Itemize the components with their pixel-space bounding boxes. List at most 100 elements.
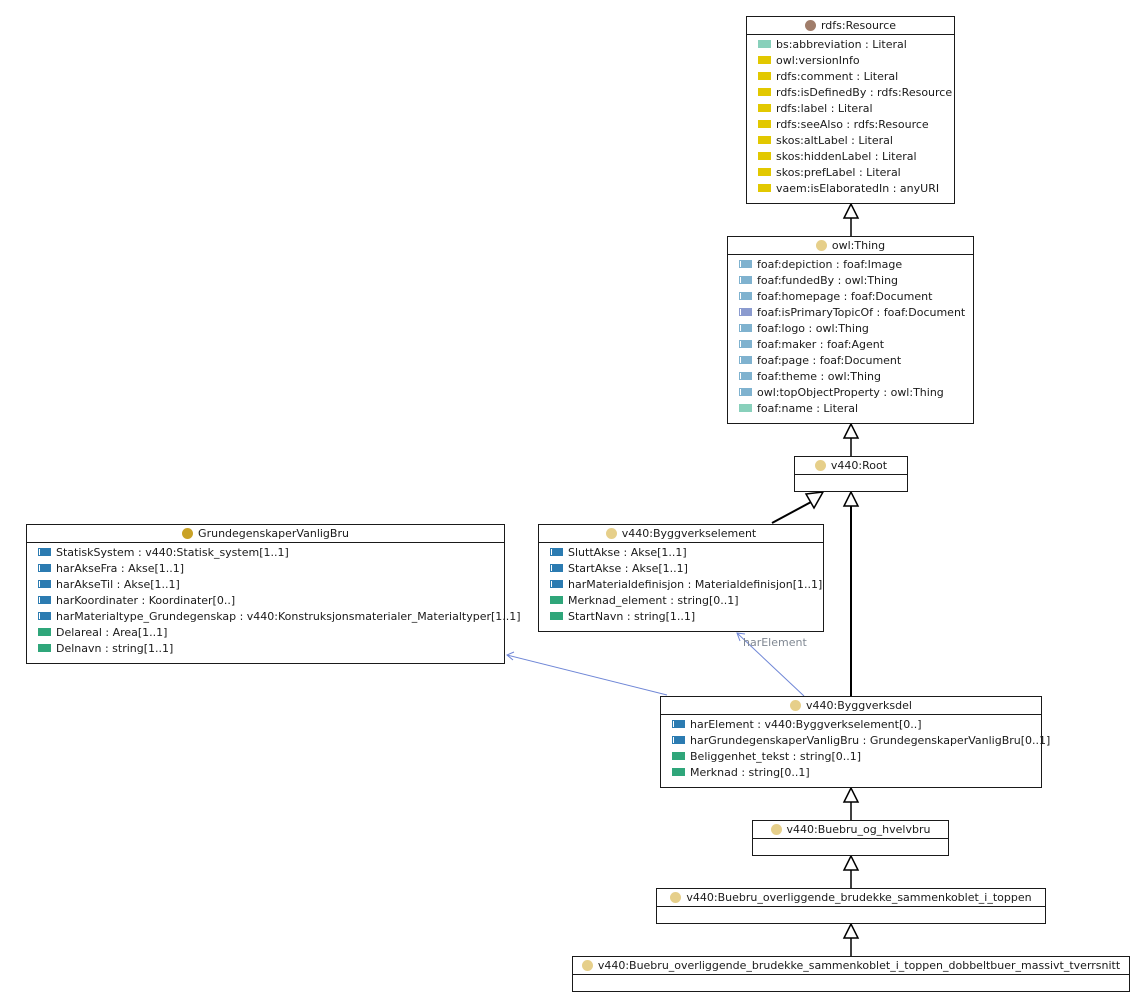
attribute-row[interactable]: vaem:isElaboratedIn : anyURI — [758, 181, 954, 197]
attribute-row[interactable]: harAkseFra : Akse[1..1] — [38, 561, 504, 577]
local-object-property-icon — [550, 548, 563, 556]
attribute-label: Delareal : Area[1..1] — [56, 626, 168, 639]
attribute-row[interactable]: owl:topObjectProperty : owl:Thing — [739, 385, 973, 401]
attribute-label: foaf:theme : owl:Thing — [757, 370, 881, 383]
attribute-label: harAkseFra : Akse[1..1] — [56, 562, 185, 575]
object-property-icon — [739, 292, 752, 300]
attribute-label: Delnavn : string[1..1] — [56, 642, 174, 655]
class-attributes — [753, 839, 948, 841]
annotation-property-icon — [758, 152, 771, 160]
attribute-label: harElement : v440:Byggverkselement[0..] — [690, 718, 922, 731]
attribute-row[interactable]: Merknad_element : string[0..1] — [550, 593, 823, 609]
attribute-label: skos:hiddenLabel : Literal — [776, 150, 917, 163]
attribute-row[interactable]: skos:hiddenLabel : Literal — [758, 149, 954, 165]
object-property-icon — [739, 260, 752, 268]
attribute-label: skos:prefLabel : Literal — [776, 166, 901, 179]
attribute-row[interactable]: foaf:fundedBy : owl:Thing — [739, 273, 973, 289]
class-header[interactable]: v440:Byggverkselement — [539, 525, 823, 543]
class-icon — [605, 528, 617, 539]
attribute-row[interactable]: StartNavn : string[1..1] — [550, 609, 823, 625]
attribute-label: StatiskSystem : v440:Statisk_system[1..1… — [56, 546, 289, 559]
attribute-label: harAkseTil : Akse[1..1] — [56, 578, 180, 591]
class-attributes: SluttAkse : Akse[1..1] StartAkse : Akse[1… — [539, 543, 823, 625]
datatype-property-icon — [758, 40, 771, 48]
primary-topic-property-icon — [739, 308, 752, 316]
attribute-row[interactable]: rdfs:label : Literal — [758, 101, 954, 117]
class-icon — [815, 240, 827, 251]
attribute-row[interactable]: foaf:page : foaf:Document — [739, 353, 973, 369]
class-header[interactable]: v440:Buebru_og_hvelvbru — [753, 821, 948, 839]
attribute-row[interactable]: harMaterialtype_Grundegenskap : v440:Kon… — [38, 609, 521, 625]
class-header[interactable]: owl:Thing — [728, 237, 973, 255]
class-header[interactable]: v440:Buebru_overliggende_brudekke_sammen… — [573, 957, 1129, 975]
attribute-row[interactable]: harMaterialdefinisjon : Materialdefinisj… — [550, 577, 823, 593]
attribute-row[interactable]: skos:prefLabel : Literal — [758, 165, 954, 181]
class-box-v440-buebru-og-hvelvbru[interactable]: v440:Buebru_og_hvelvbru — [752, 820, 949, 856]
attribute-row[interactable]: owl:versionInfo — [758, 53, 954, 69]
attribute-label: StartAkse : Akse[1..1] — [568, 562, 688, 575]
attribute-row[interactable]: Merknad : string[0..1] — [672, 765, 1041, 781]
class-header[interactable]: GrundegenskaperVanligBru — [27, 525, 504, 543]
object-property-icon — [739, 276, 752, 284]
attribute-label: foaf:page : foaf:Document — [757, 354, 902, 367]
attribute-label: skos:altLabel : Literal — [776, 134, 893, 147]
datatype-property-icon — [739, 404, 752, 412]
class-header[interactable]: v440:Buebru_overliggende_brudekke_sammen… — [657, 889, 1045, 907]
attribute-row[interactable]: harGrundegenskaperVanligBru : Grundegens… — [672, 733, 1050, 749]
attribute-label: bs:abbreviation : Literal — [776, 38, 907, 51]
attribute-row[interactable]: StatiskSystem : v440:Statisk_system[1..1… — [38, 545, 504, 561]
attribute-row[interactable]: foaf:maker : foaf:Agent — [739, 337, 973, 353]
generalization-arrowhead-root-right — [842, 490, 860, 507]
local-object-property-icon — [38, 612, 51, 620]
attribute-row[interactable]: SluttAkse : Akse[1..1] — [550, 545, 823, 561]
object-property-icon — [739, 388, 752, 396]
attribute-label: harGrundegenskaperVanligBru : Grundegens… — [690, 734, 1051, 747]
attribute-row[interactable]: Beliggenhet_tekst : string[0..1] — [672, 749, 1041, 765]
generalization-arrowhead-thing — [842, 422, 860, 439]
attribute-row[interactable]: foaf:name : Literal — [739, 401, 973, 417]
class-icon — [581, 960, 593, 971]
object-property-icon — [739, 340, 752, 348]
attribute-label: Merknad_element : string[0..1] — [568, 594, 739, 607]
class-header[interactable]: v440:Byggverksdel — [661, 697, 1041, 715]
attribute-row[interactable]: foaf:logo : owl:Thing — [739, 321, 973, 337]
attribute-row[interactable]: StartAkse : Akse[1..1] — [550, 561, 823, 577]
class-box-rdfs-resource[interactable]: rdfs:Resource bs:abbreviation : Literal ow… — [746, 16, 955, 204]
attribute-row[interactable]: harAkseTil : Akse[1..1] — [38, 577, 504, 593]
attribute-label: vaem:isElaboratedIn : anyURI — [776, 182, 940, 195]
class-header[interactable]: v440:Root — [795, 457, 907, 475]
edge-label-har-element: harElement — [743, 636, 807, 649]
class-box-v440-byggverksdel[interactable]: v440:Byggverksdel harElement : v440:Byggv… — [660, 696, 1050, 788]
attribute-row[interactable]: foaf:homepage : foaf:Document — [739, 289, 973, 305]
class-box-v440-root[interactable]: v440:Root — [794, 456, 908, 492]
attribute-row[interactable]: foaf:depiction : foaf:Image — [739, 257, 973, 273]
attribute-row[interactable]: bs:abbreviation : Literal — [758, 37, 954, 53]
class-box-v440-buebru-dobbeltbuer[interactable]: v440:Buebru_overliggende_brudekke_sammen… — [572, 956, 1130, 992]
attribute-label: foaf:isPrimaryTopicOf : foaf:Document — [757, 306, 966, 319]
attribute-row[interactable]: Delnavn : string[1..1] — [38, 641, 504, 657]
attribute-row[interactable]: Delareal : Area[1..1] — [38, 625, 504, 641]
attribute-label: foaf:maker : foaf:Agent — [757, 338, 885, 351]
generalization-arrowhead-root-left — [804, 491, 825, 510]
annotation-property-icon — [758, 56, 771, 64]
class-name: v440:Buebru_og_hvelvbru — [786, 823, 931, 836]
attribute-row[interactable]: foaf:theme : owl:Thing — [739, 369, 973, 385]
attribute-row[interactable]: rdfs:seeAlso : rdfs:Resource — [758, 117, 954, 133]
attribute-row[interactable]: rdfs:comment : Literal — [758, 69, 954, 85]
attribute-row[interactable]: foaf:isPrimaryTopicOf : foaf:Document — [739, 305, 973, 321]
attribute-label: harMaterialtype_Grundegenskap : v440:Kon… — [56, 610, 521, 623]
attribute-label: SluttAkse : Akse[1..1] — [568, 546, 687, 559]
attribute-row[interactable]: harElement : v440:Byggverkselement[0..] — [672, 717, 1041, 733]
annotation-property-icon — [758, 72, 771, 80]
class-icon — [182, 528, 194, 539]
attribute-row[interactable]: skos:altLabel : Literal — [758, 133, 954, 149]
class-header[interactable]: rdfs:Resource — [747, 17, 954, 35]
class-attributes — [657, 907, 1045, 909]
local-datatype-property-icon — [672, 768, 685, 776]
attribute-row[interactable]: harKoordinater : Koordinater[0..] — [38, 593, 504, 609]
attribute-row[interactable]: rdfs:isDefinedBy : rdfs:Resource — [758, 85, 954, 101]
class-box-v440-buebru-overliggende[interactable]: v440:Buebru_overliggende_brudekke_sammen… — [656, 888, 1046, 924]
